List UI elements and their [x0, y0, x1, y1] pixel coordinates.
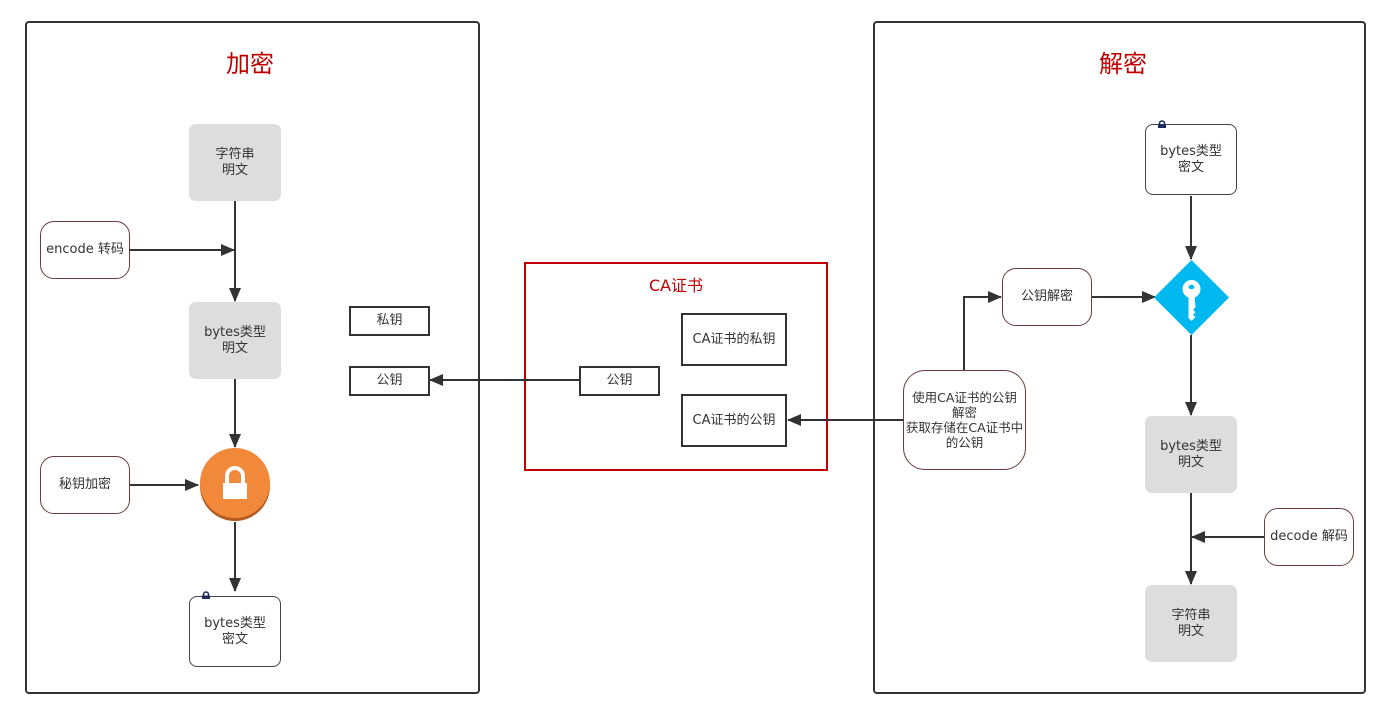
edge-usecakey-to-pubdecrypt: [963, 291, 1002, 371]
decrypt-title: 解密: [1099, 50, 1147, 78]
public-key-decrypt-node[interactable]: 公钥解密: [1002, 268, 1092, 326]
small-lock-icon: [202, 591, 210, 599]
small-lock-icon: [1158, 120, 1166, 128]
ca-certificate-title: CA证书: [648, 276, 704, 295]
public-key-node[interactable]: 公钥: [349, 366, 430, 396]
encrypt-title: 加密: [226, 50, 274, 78]
decrypt-panel: [873, 21, 1366, 694]
encrypt-bytes-ciphertext-node[interactable]: bytes类型 密文: [189, 596, 281, 667]
decrypt-string-plaintext-node[interactable]: 字符串 明文: [1145, 585, 1237, 662]
lock-icon: [200, 448, 270, 521]
decrypt-key-node[interactable]: [1154, 260, 1229, 335]
key-icon: [1154, 260, 1229, 335]
encrypt-lock-node[interactable]: [199, 447, 272, 522]
private-key-node[interactable]: 私钥: [349, 306, 430, 336]
ca-certificate-box: [524, 262, 828, 471]
encrypt-string-plaintext-node[interactable]: 字符串 明文: [189, 124, 281, 201]
decrypt-bytes-ciphertext-node[interactable]: bytes类型 密文: [1145, 124, 1237, 195]
ca-cert-public-key-node[interactable]: CA证书的公钥: [681, 394, 787, 447]
encrypt-bytes-plaintext-node[interactable]: bytes类型 明文: [189, 302, 281, 379]
ca-cert-private-key-node[interactable]: CA证书的私钥: [681, 313, 787, 366]
encode-node[interactable]: encode 转码: [40, 221, 130, 279]
decrypt-bytes-plaintext-node[interactable]: bytes类型 明文: [1145, 416, 1237, 493]
ca-public-key-node[interactable]: 公钥: [579, 366, 660, 396]
decode-node[interactable]: decode 解码: [1264, 508, 1354, 566]
use-ca-public-key-node[interactable]: 使用CA证书的公钥 解密 获取存储在CA证书中 的公钥: [903, 370, 1026, 470]
secret-key-encrypt-node[interactable]: 秘钥加密: [40, 456, 130, 514]
